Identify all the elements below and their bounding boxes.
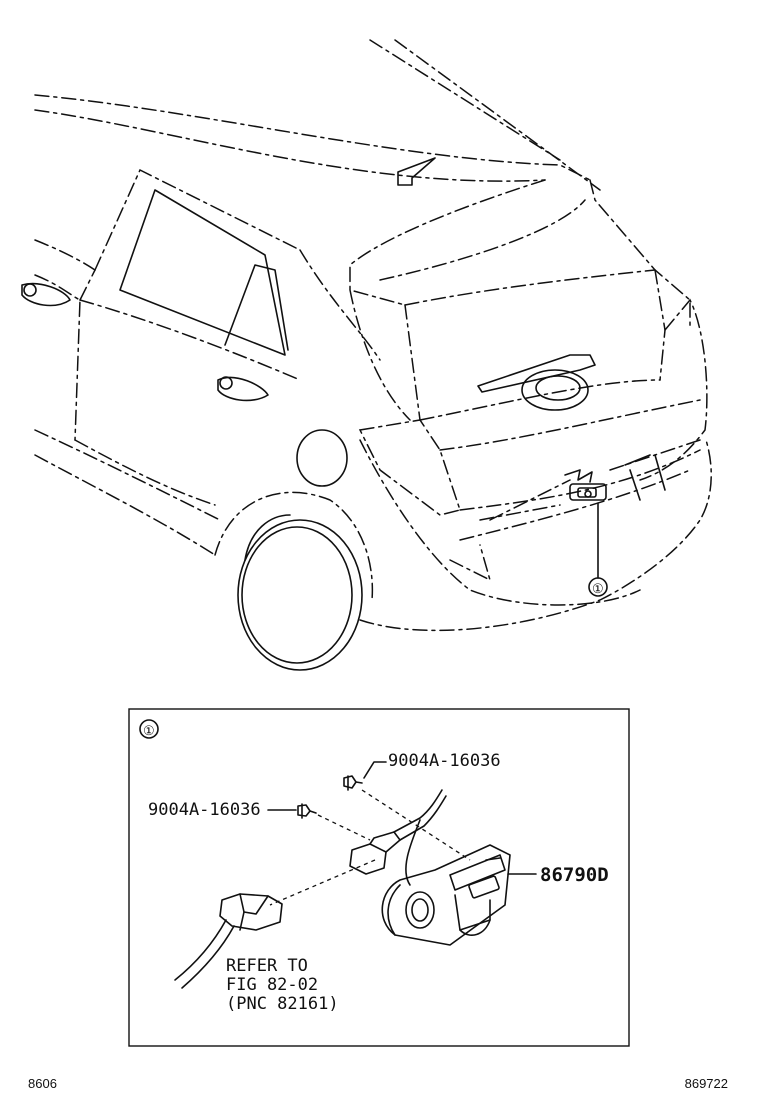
detail-box-number: ① <box>143 724 155 739</box>
reference-line-1: REFER TO <box>226 956 308 976</box>
mating-connector-icon <box>174 893 283 989</box>
footer-code-right: 869722 <box>684 1076 728 1091</box>
part-label-screw-top: 9004A-16036 <box>388 751 501 771</box>
detail-box: ① 9004A-16036 9004A-16036 <box>128 708 630 1047</box>
part-label-camera: 86790D <box>540 864 609 886</box>
screw-top-icon <box>343 775 363 791</box>
reference-line-2: FIG 82-02 <box>226 975 318 995</box>
footer-code-left: 8606 <box>28 1076 57 1091</box>
camera-on-car-icon <box>564 469 607 501</box>
reference-line-3: (PNC 82161) <box>226 994 339 1014</box>
part-label-screw-left: 9004A-16036 <box>148 800 261 820</box>
callout-circle <box>588 577 608 597</box>
screw-left-icon <box>297 803 317 819</box>
harness-connector-icon <box>349 789 447 886</box>
callout-number: ① <box>592 582 604 597</box>
rear-camera-icon <box>381 844 511 946</box>
car-illustration: ① <box>21 39 712 671</box>
